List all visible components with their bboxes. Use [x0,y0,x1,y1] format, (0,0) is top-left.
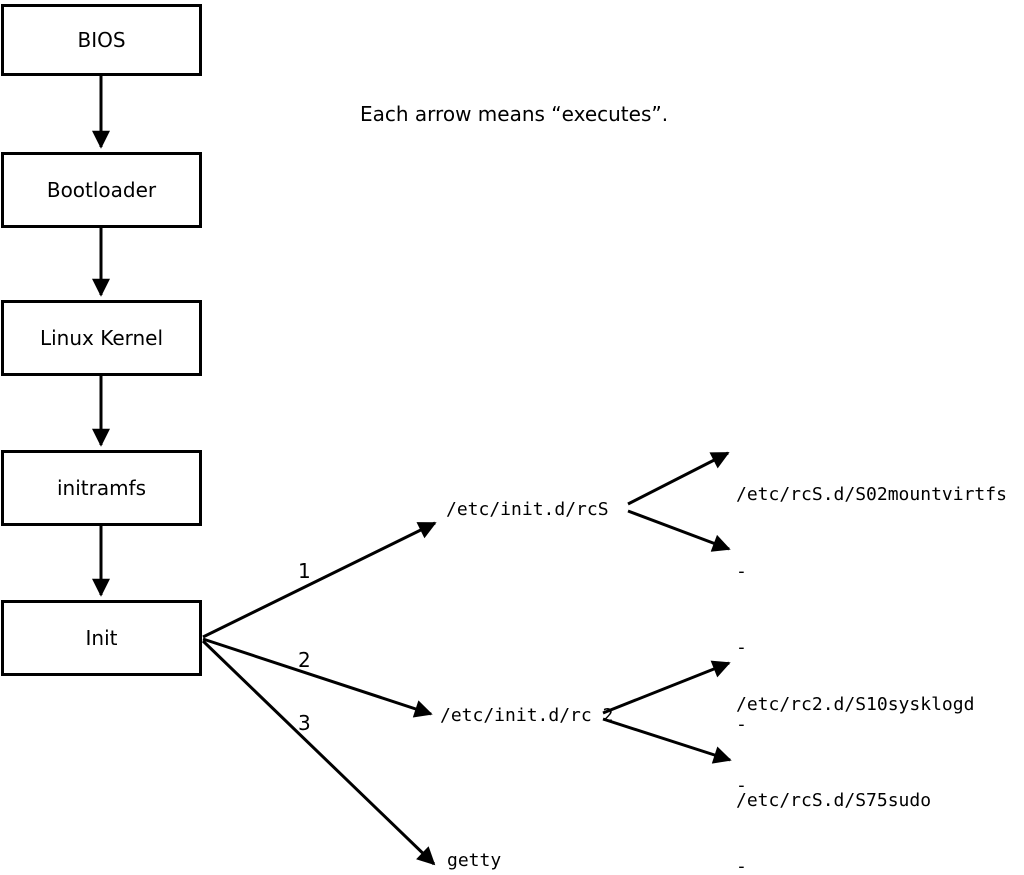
arrow-number-2: 2 [298,648,311,672]
arrow-rcs-to-s75sudo [627,509,731,552]
label-getty: getty [447,850,502,871]
arrow-number-1: 1 [298,559,311,583]
label-rcs-script: /etc/init.d/rcS [446,499,609,520]
ellipsis-dash: - [736,560,747,582]
arrow-init-to-rcs [202,521,437,639]
node-linux-kernel-label: Linux Kernel [39,326,164,350]
arrow-rc2-to-s99gdm [602,717,732,764]
arrow-init-to-getty [201,639,436,866]
node-bootloader: Bootloader [1,152,202,228]
label-rc2-script: /etc/init.d/rc 2 [440,705,614,726]
ellipsis-dash: - [736,775,747,796]
legend-note: Each arrow means “executes”. [360,102,669,126]
ellipsis-dash: - [736,637,747,658]
arrow-init-to-rc2 [202,637,433,718]
label-rcs-child-s02mountvirtfs: /etc/rcS.d/S02mountvirtfs [736,484,1007,505]
node-linux-kernel: Linux Kernel [1,300,202,376]
node-bootloader-label: Bootloader [46,178,157,202]
arrow-rcs-to-s02mountvirtfs [627,451,730,506]
rc2-children-list: /etc/rc2.d/S10sysklogd - - - /etc/rc2.d/… [736,637,974,875]
label-rc2-child-s10sysklogd: /etc/rc2.d/S10sysklogd [736,694,975,715]
arrow-number-3: 3 [298,711,311,735]
ellipsis-dash: - [736,713,747,735]
node-init: Init [1,600,202,676]
ellipsis-dash: - [736,856,747,875]
node-init-label: Init [85,626,118,650]
node-bios: BIOS [1,4,202,76]
node-initramfs-label: initramfs [56,476,147,500]
node-bios-label: BIOS [77,28,126,52]
label-rcs-child-s75sudo: /etc/rcS.d/S75sudo [736,790,932,811]
rcs-children-list: /etc/rcS.d/S02mountvirtfs - - - /etc/rcS… [736,431,1007,865]
arrow-rc2-to-s10sysklogd [602,660,731,715]
node-initramfs: initramfs [1,450,202,526]
